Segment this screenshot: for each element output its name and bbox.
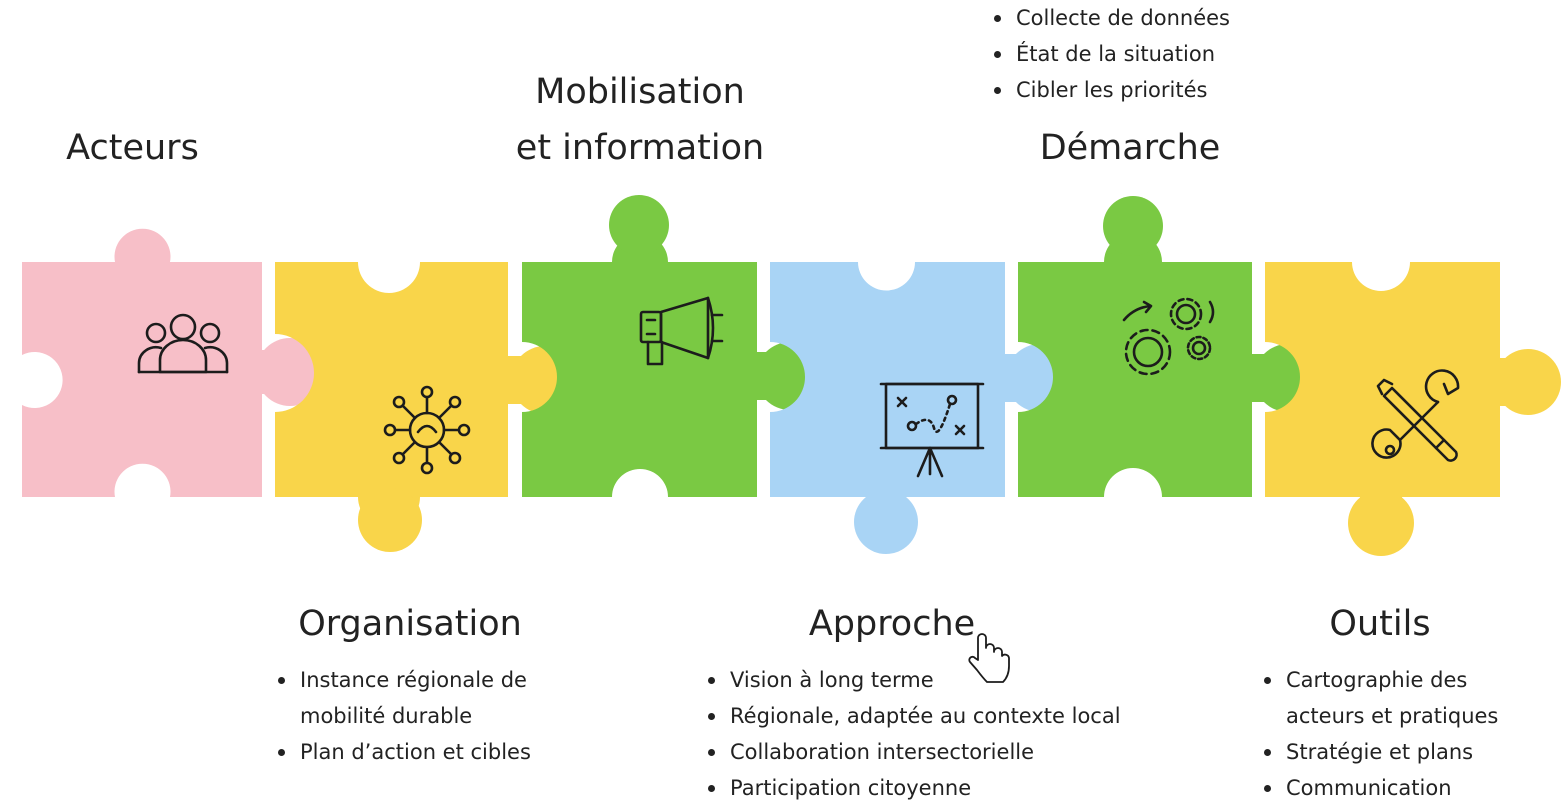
bullet-item: Vision à long terme	[704, 662, 1121, 698]
title-acteurs-line-1: Acteurs	[66, 128, 199, 168]
title-demarche: Démarche	[1020, 120, 1240, 176]
bullet-item-continuation: mobilité durable	[300, 704, 473, 728]
title-outils-line-1: Outils	[1329, 604, 1431, 644]
bullet-item: Communication	[1260, 770, 1498, 806]
bullet-item: Collaboration intersectorielle	[704, 734, 1121, 770]
bullet-item: État de la situation	[990, 36, 1230, 72]
title-mobilisation-line-1: Mobilisation	[535, 72, 745, 112]
bullet-item: Plan d’action et cibles	[274, 734, 531, 770]
title-approche-line-1: Approche	[808, 604, 976, 644]
title-demarche-line-1: Démarche	[1039, 128, 1221, 168]
bullet-item-continuation: acteurs et pratiques	[1286, 704, 1499, 728]
title-organisation-line-1: Organisation	[298, 604, 522, 644]
people-group-icon	[137, 313, 229, 374]
gears-icon	[1122, 297, 1215, 376]
hand-pointer-icon	[968, 633, 1010, 683]
bullet-item: Participation citoyenne	[704, 770, 1121, 806]
wrench-screwdriver-icon	[1371, 369, 1460, 462]
megaphone-icon	[639, 296, 724, 366]
bullet-item: Cibler les priorités	[990, 72, 1230, 108]
bullet-item: Stratégie et plans	[1260, 734, 1498, 770]
bullet-item: Instance régionale de	[274, 662, 531, 698]
strategy-board-icon	[879, 382, 985, 478]
title-mobilisation: Mobilisation et information	[500, 64, 780, 176]
title-outils: Outils	[1300, 596, 1460, 652]
bullet-item: Cartographie des	[1260, 662, 1498, 698]
bullets-approche: Vision à long terme Régionale, adaptée a…	[704, 662, 1121, 806]
title-acteurs: Acteurs	[40, 120, 225, 176]
bullets-demarche: Collecte de données État de la situation…	[990, 0, 1230, 108]
bullet-item: Régionale, adaptée au contexte local	[704, 698, 1121, 734]
title-approche: Approche	[782, 596, 1002, 652]
bullets-outils: Cartographie des acteurs et pratiques St…	[1260, 662, 1498, 806]
title-mobilisation-line-2: et information	[515, 128, 765, 168]
puzzle-piece-acteurs[interactable]	[22, 228, 324, 497]
bullets-organisation: Instance régionale de mobilité durable P…	[274, 662, 531, 770]
network-hub-icon	[383, 385, 471, 475]
title-organisation: Organisation	[280, 596, 540, 652]
bullet-item: Collecte de données	[990, 0, 1230, 36]
puzzle-piece-demarche[interactable]	[1018, 196, 1322, 497]
